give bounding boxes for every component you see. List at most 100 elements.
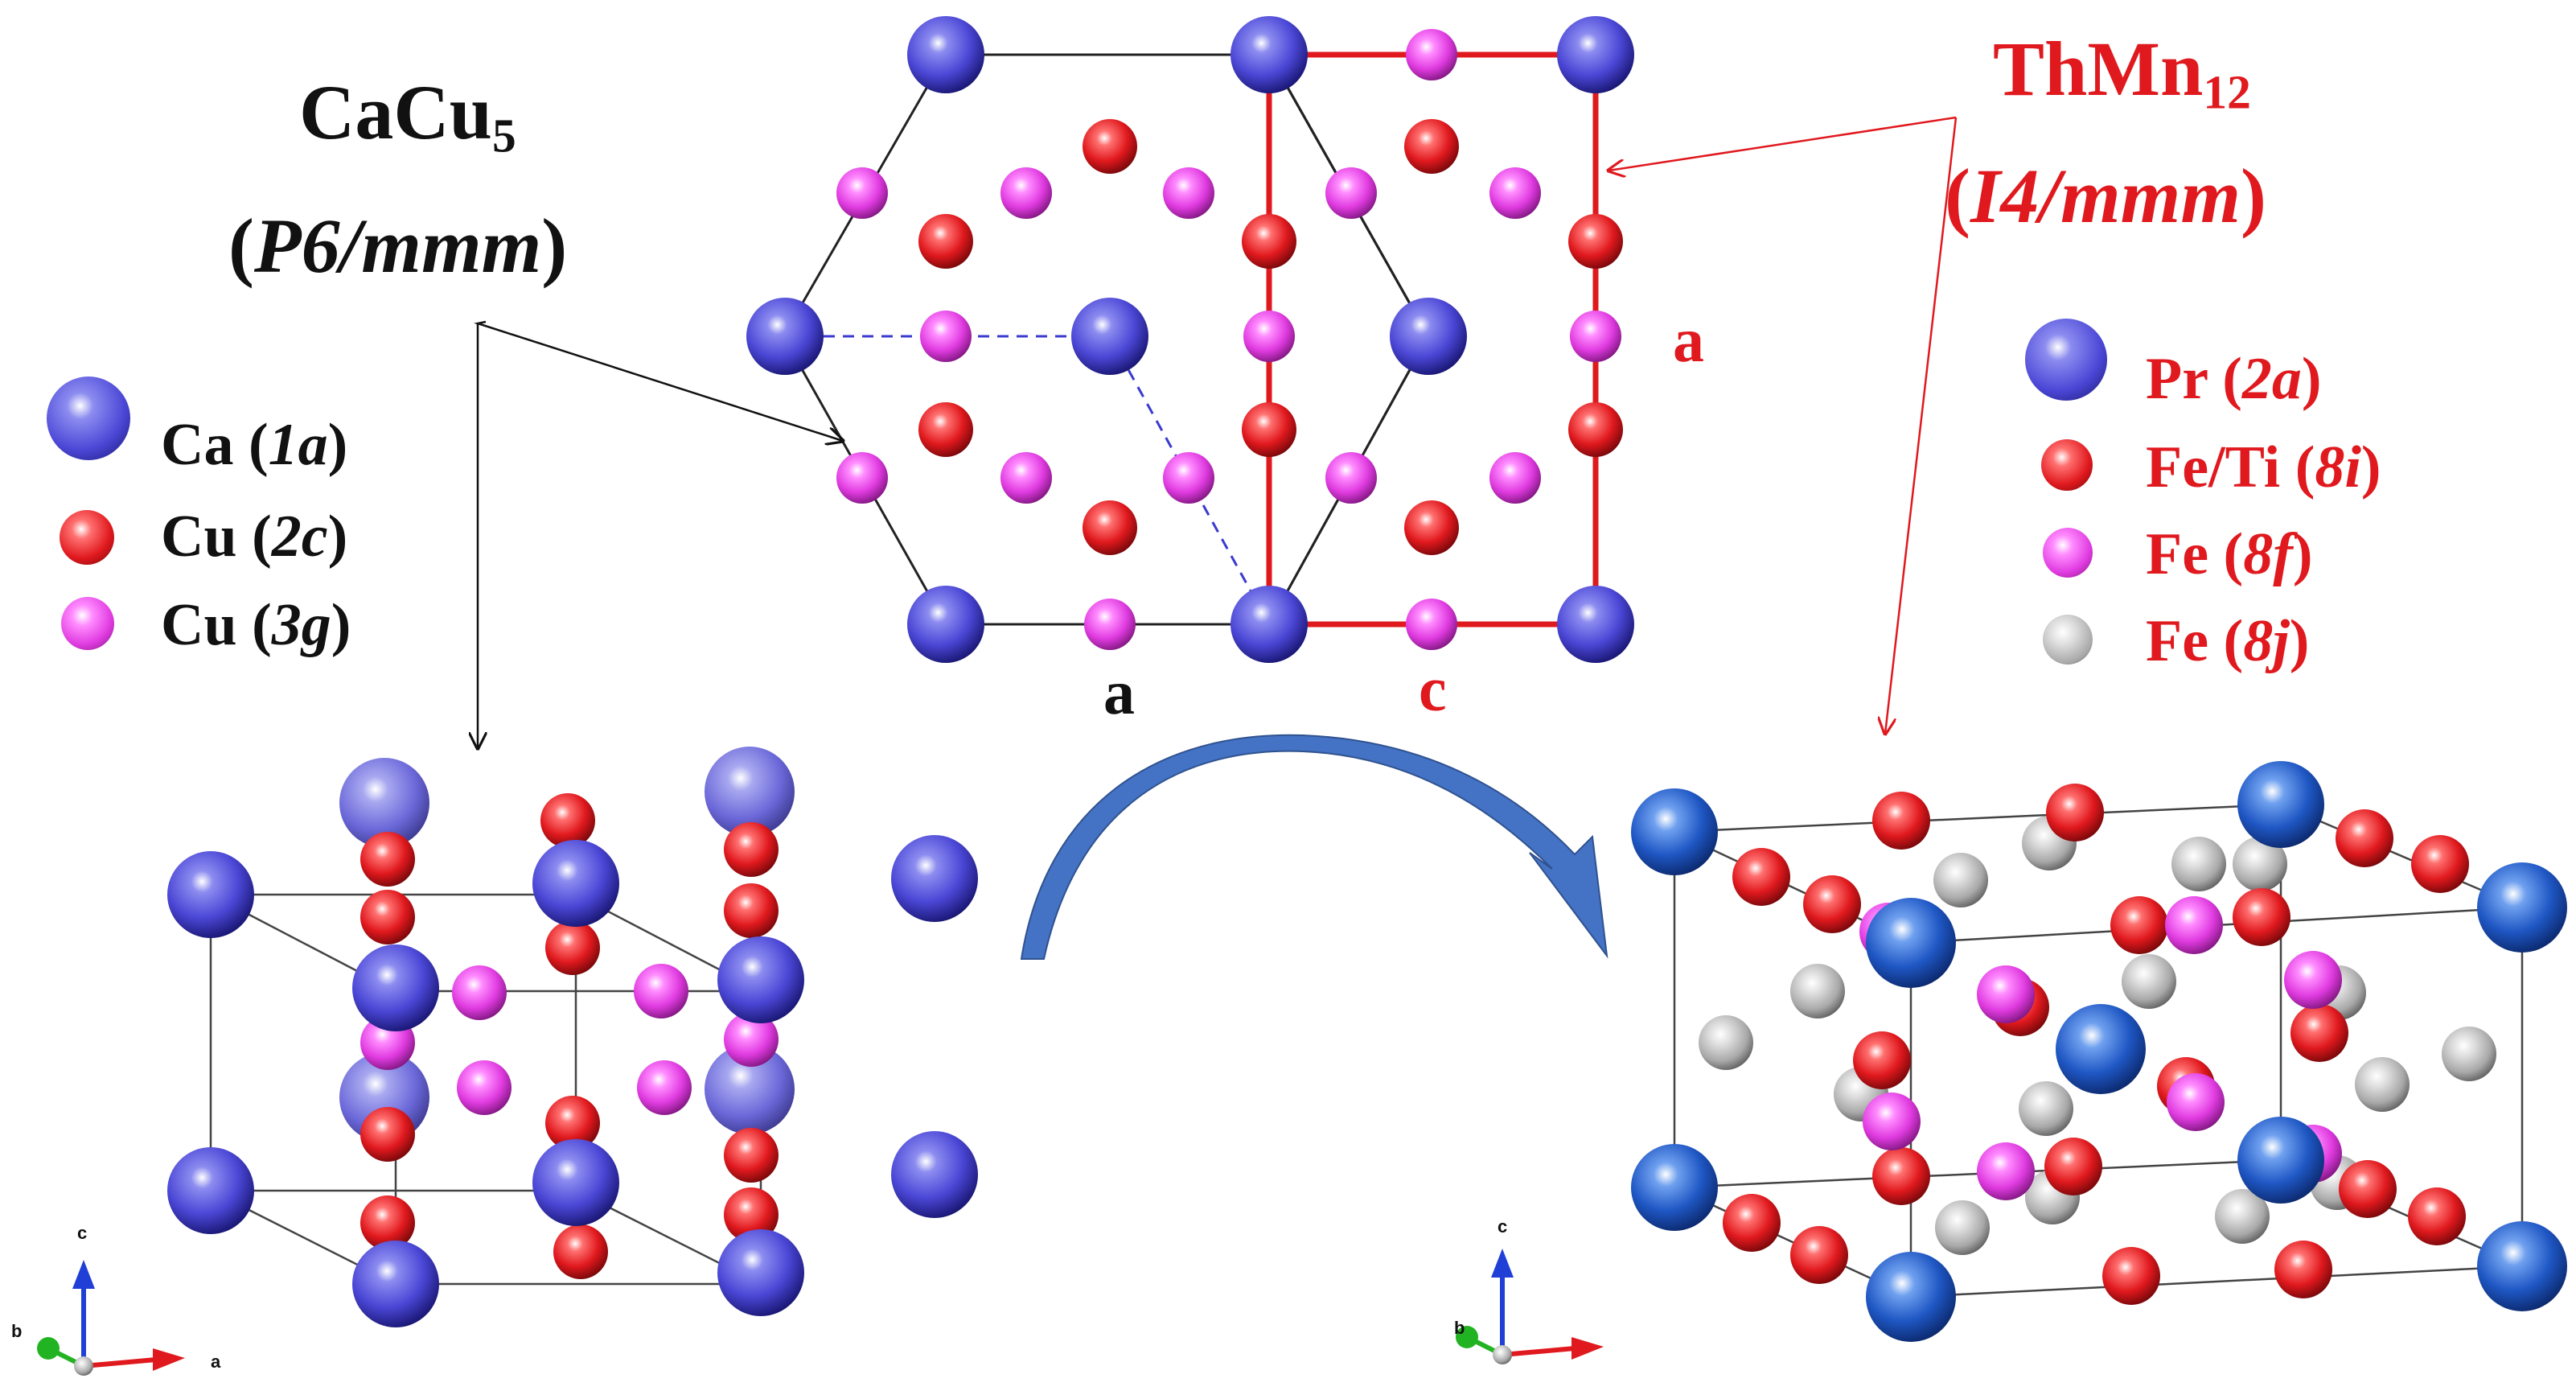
- triad-right-b-label: b: [1454, 1318, 1465, 1338]
- legend-fe8j-label: Fe (8j): [2146, 608, 2310, 674]
- projection-axis-c-label: c: [1419, 654, 1447, 724]
- projection-ca-atom: [1230, 16, 1308, 93]
- thmn12-pr-atom: [2056, 1004, 2146, 1094]
- thmn12-pointer-arrow: [1608, 116, 1957, 171]
- thmn12-feti-atom: [2044, 1138, 2102, 1195]
- legend-fe8f-label: Fe (8f): [2146, 521, 2313, 587]
- transformation-arrow: [1020, 734, 1608, 960]
- cacu5-ca-atom: [167, 851, 254, 938]
- projection-cu3g-atom: [836, 452, 888, 504]
- triad-c-arrowhead: [1491, 1249, 1514, 1278]
- cacu5-ca-atom: [167, 1147, 254, 1234]
- legend-feti-label: Fe/Ti (8i): [2146, 434, 2381, 500]
- thmn12-down-arrow: [1885, 117, 1958, 734]
- thmn12-fe8j-atom: [1699, 1015, 1753, 1070]
- projection-cu3g-atom: [1570, 311, 1621, 362]
- thmn12-pr-atom: [2477, 1221, 2567, 1311]
- thmn12-fe8j-atom: [2171, 837, 2226, 891]
- projection-cu3g-atom: [1000, 452, 1052, 504]
- thmn12-fe8f-atom: [2167, 1073, 2225, 1131]
- triad-a-axis: [1502, 1346, 1576, 1357]
- thmn12-pr-atom: [2237, 761, 2324, 848]
- cacu5-cu3g-atom: [634, 964, 688, 1018]
- thmn12-formula-subscript: 12: [2203, 65, 2251, 119]
- cacu5-formula-subscript: 5: [492, 109, 516, 163]
- legend-cu2c-label: Cu (2c): [161, 504, 348, 570]
- thmn12-fe8j-atom: [1790, 964, 1845, 1018]
- cacu5-ca-atom: [717, 1229, 804, 1316]
- projection-ca-atom: [1557, 16, 1634, 93]
- cacu5-ca-atom-back: [339, 758, 429, 848]
- thmn12-space-group-symbol: I4/mmm: [1970, 153, 2241, 239]
- thmn12-feti-atom: [2336, 809, 2393, 867]
- triad-left-a-label: a: [211, 1352, 221, 1372]
- projection-cu2c-atom: [918, 214, 973, 269]
- cacu5-formula-base: CaCu: [299, 69, 493, 155]
- thmn12-feti-atom: [1732, 848, 1790, 906]
- thmn12-fe8f-atom: [1863, 1093, 1921, 1150]
- triad-right-c-label: c: [1498, 1216, 1508, 1237]
- projection-cu3g-atom: [1489, 452, 1541, 504]
- projection-cu3g-atom: [1243, 311, 1295, 362]
- projection-ca-atom: [907, 586, 984, 663]
- thmn12-pr-atom: [1631, 1144, 1718, 1231]
- projection-cu3g-atom: [1489, 167, 1541, 219]
- cacu5-cu2c-atom: [360, 1107, 415, 1162]
- thmn12-feti-atom: [2046, 784, 2104, 842]
- thmn12-fe8j-atom: [2355, 1057, 2410, 1112]
- projection-cu2c-atom: [1404, 119, 1459, 174]
- thmn12-pr-atom: [1631, 788, 1718, 875]
- projection-ca-atom: [1230, 586, 1308, 663]
- cacu5-space-group: (P6/mmm): [228, 203, 568, 289]
- cacu5-ca-atom: [891, 835, 978, 922]
- cacu5-cu3g-atom: [457, 1060, 512, 1115]
- projection-cu3g-atom: [1406, 29, 1457, 80]
- triad-b-arrowhead: [37, 1337, 60, 1360]
- legend-pr-ball: [2025, 319, 2107, 401]
- triad-left-c-label: c: [77, 1223, 88, 1243]
- projection-ca-atom: [907, 16, 984, 93]
- triad-a-arrowhead: [153, 1348, 185, 1371]
- projection-cu3g-atom: [1325, 452, 1377, 504]
- thmn12-fe8j-atom: [1933, 853, 1988, 907]
- thmn12-feti-atom: [2408, 1187, 2466, 1245]
- cacu5-ca-atom: [891, 1131, 978, 1218]
- projection-ca-atom: [746, 298, 824, 375]
- thmn12-formula-base: ThMn: [1993, 26, 2204, 112]
- thmn12-space-group: (I4/mmm): [1945, 153, 2266, 239]
- cacu5-space-group-symbol: P6/mmm: [253, 203, 542, 289]
- thmn12-feti-atom: [1853, 1031, 1911, 1089]
- cacu5-ca-atom: [352, 944, 439, 1031]
- thmn12-pr-atom: [1866, 1252, 1956, 1342]
- cacu5-cu2c-atom: [553, 1224, 608, 1279]
- thmn12-fe8j-atom: [2122, 954, 2176, 1009]
- projection-cu3g-atom: [836, 167, 888, 219]
- cacu5-cu2c-atom: [360, 832, 415, 887]
- cacu5-cu2c-atom: [360, 1195, 415, 1250]
- legend-fe8j-ball: [2043, 615, 2093, 665]
- cacu5-ca-atom-back: [705, 1044, 795, 1134]
- thmn12-feti-atom: [1723, 1194, 1781, 1252]
- projection-cu3g-atom: [1406, 599, 1457, 650]
- projection-ca-atom: [1557, 586, 1634, 663]
- thmn12-formula: ThMn12: [1993, 31, 2251, 117]
- projection-cu3g-atom: [1000, 167, 1052, 219]
- thmn12-feti-atom: [1790, 1226, 1848, 1284]
- cacu5-cu3g-atom: [452, 965, 507, 1020]
- legend-cu2c-ball: [60, 510, 114, 565]
- thmn12-pr-atom: [2237, 1117, 2324, 1204]
- cacu5-cu2c-atom: [724, 883, 779, 938]
- projection-cu3g-atom: [1163, 167, 1214, 219]
- legend-feti-ball: [2041, 439, 2093, 491]
- cacu5-cu2c-atom: [724, 1187, 779, 1242]
- cacu5-ca-atom-back: [705, 747, 795, 837]
- triad-origin: [74, 1356, 93, 1376]
- projection-axis-a-red-label: a: [1673, 305, 1704, 375]
- triad-left-b-label: b: [11, 1321, 23, 1341]
- cacu5-cu2c-atom: [545, 1096, 600, 1150]
- thmn12-feti-atom: [2102, 1247, 2160, 1305]
- projection-cu2c-atom: [1404, 500, 1459, 555]
- projection-cu3g-atom: [920, 311, 972, 362]
